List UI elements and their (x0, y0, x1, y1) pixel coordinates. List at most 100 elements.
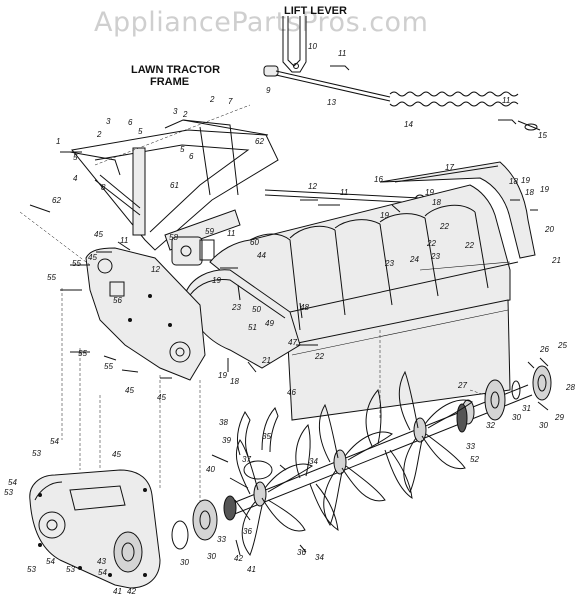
callout-22: 22 (439, 222, 449, 231)
callout-9: 9 (266, 86, 271, 95)
callout-5-3: 5 (180, 145, 185, 154)
callout-41: 41 (247, 565, 256, 574)
callout-25: 25 (557, 341, 567, 350)
callout-54-4: 54 (98, 568, 107, 577)
callout-55-2: 55 (47, 273, 56, 282)
tines (235, 370, 473, 556)
callout-30-2: 30 (539, 421, 548, 430)
title-frame: FRAME (150, 76, 189, 88)
callout-56: 56 (113, 296, 122, 305)
callout-19-3: 19 (540, 185, 549, 194)
tine-shaft (227, 365, 552, 516)
callout-11-3: 11 (340, 188, 348, 197)
callout-5-2: 5 (138, 127, 143, 136)
leader-lines (19, 104, 501, 510)
callout-19: 19 (425, 188, 434, 197)
callout-36-2: 36 (297, 548, 306, 557)
callout-21: 21 (551, 256, 561, 265)
callout-61: 61 (170, 181, 179, 190)
callout-8: 8 (101, 183, 106, 192)
callout-47: 47 (288, 338, 297, 347)
callout-45-5: 45 (112, 450, 121, 459)
callout-27: 27 (457, 381, 467, 390)
tine-clamp (229, 407, 279, 489)
tine-shield (184, 161, 536, 421)
callout-3-2: 3 (173, 107, 178, 116)
callout-13: 13 (327, 98, 336, 107)
callout-49: 49 (265, 319, 274, 328)
callout-12-2: 12 (151, 265, 160, 274)
callout-18-3: 18 (525, 188, 534, 197)
callout-26: 26 (539, 345, 549, 354)
callout-30: 30 (512, 413, 521, 422)
callout-45-3: 45 (125, 386, 134, 395)
callout-41-2: 41 (113, 587, 122, 596)
callout-34: 34 (309, 457, 318, 466)
callout-11: 11 (338, 49, 346, 58)
callout-19-2: 19 (521, 176, 530, 185)
callout-37: 37 (242, 455, 251, 464)
callout-55-3: 55 (78, 349, 87, 358)
callout-23: 23 (231, 303, 241, 312)
callout-50: 50 (252, 305, 261, 314)
callout-18-4: 18 (230, 377, 239, 386)
callout-11-5: 11 (227, 229, 235, 238)
callout-33: 33 (466, 442, 475, 451)
callout-5: 5 (73, 153, 78, 162)
callout-45: 45 (94, 230, 103, 239)
callout-35: 35 (262, 432, 271, 441)
callout-60: 60 (250, 238, 259, 247)
gear-box (171, 236, 215, 266)
side-plate (85, 247, 206, 381)
callout-62-2: 62 (52, 196, 61, 205)
callout-24: 24 (409, 255, 419, 264)
callout-numbers: 1222334555667891011111111111212131415161… (4, 42, 575, 596)
callout-2-2: 2 (182, 110, 188, 119)
callout-22-2: 22 (464, 241, 474, 250)
callout-10: 10 (308, 42, 317, 51)
callout-53-2: 53 (4, 488, 13, 497)
callout-28: 28 (565, 383, 575, 392)
title-lawn-tractor: LAWN TRACTOR (131, 64, 220, 76)
callout-29: 29 (554, 413, 564, 422)
callout-30-4: 30 (180, 558, 189, 567)
callout-30-3: 30 (207, 552, 216, 561)
callout-19-4: 19 (380, 211, 389, 220)
callout-32: 32 (486, 421, 495, 430)
callout-54-3: 54 (46, 557, 55, 566)
callout-2-3: 2 (209, 95, 215, 104)
callout-55: 55 (72, 259, 81, 268)
callout-39: 39 (222, 436, 231, 445)
callout-40: 40 (206, 465, 215, 474)
callout-21-2: 21 (261, 356, 271, 365)
callout-51: 51 (248, 323, 257, 332)
callout-54: 54 (50, 437, 59, 446)
callout-22-4: 22 (314, 352, 324, 361)
callout-42: 42 (234, 554, 243, 563)
callout-17: 17 (445, 163, 454, 172)
callout-14: 14 (404, 120, 413, 129)
callout-11-4: 11 (120, 236, 128, 245)
callout-18-2: 18 (509, 177, 518, 186)
callout-19-5: 19 (212, 276, 221, 285)
callout-34-2: 34 (315, 553, 324, 562)
callout-18: 18 (432, 198, 441, 207)
callout-53-3: 53 (27, 565, 36, 574)
callout-12: 12 (308, 182, 317, 191)
callout-2: 2 (96, 130, 102, 139)
callout-31: 31 (522, 404, 531, 413)
callout-11-2: 11 (502, 96, 510, 105)
callout-62: 62 (255, 137, 264, 146)
hardware (29, 151, 549, 556)
title-lift-lever: LIFT LEVER (284, 5, 347, 17)
callout-36: 36 (243, 527, 252, 536)
callout-19-6: 19 (218, 371, 227, 380)
callout-23-3: 23 (430, 252, 440, 261)
callout-46: 46 (287, 388, 296, 397)
callout-15: 15 (538, 131, 547, 140)
callout-58: 58 (169, 233, 178, 242)
callout-16: 16 (374, 175, 383, 184)
callout-44: 44 (257, 251, 266, 260)
